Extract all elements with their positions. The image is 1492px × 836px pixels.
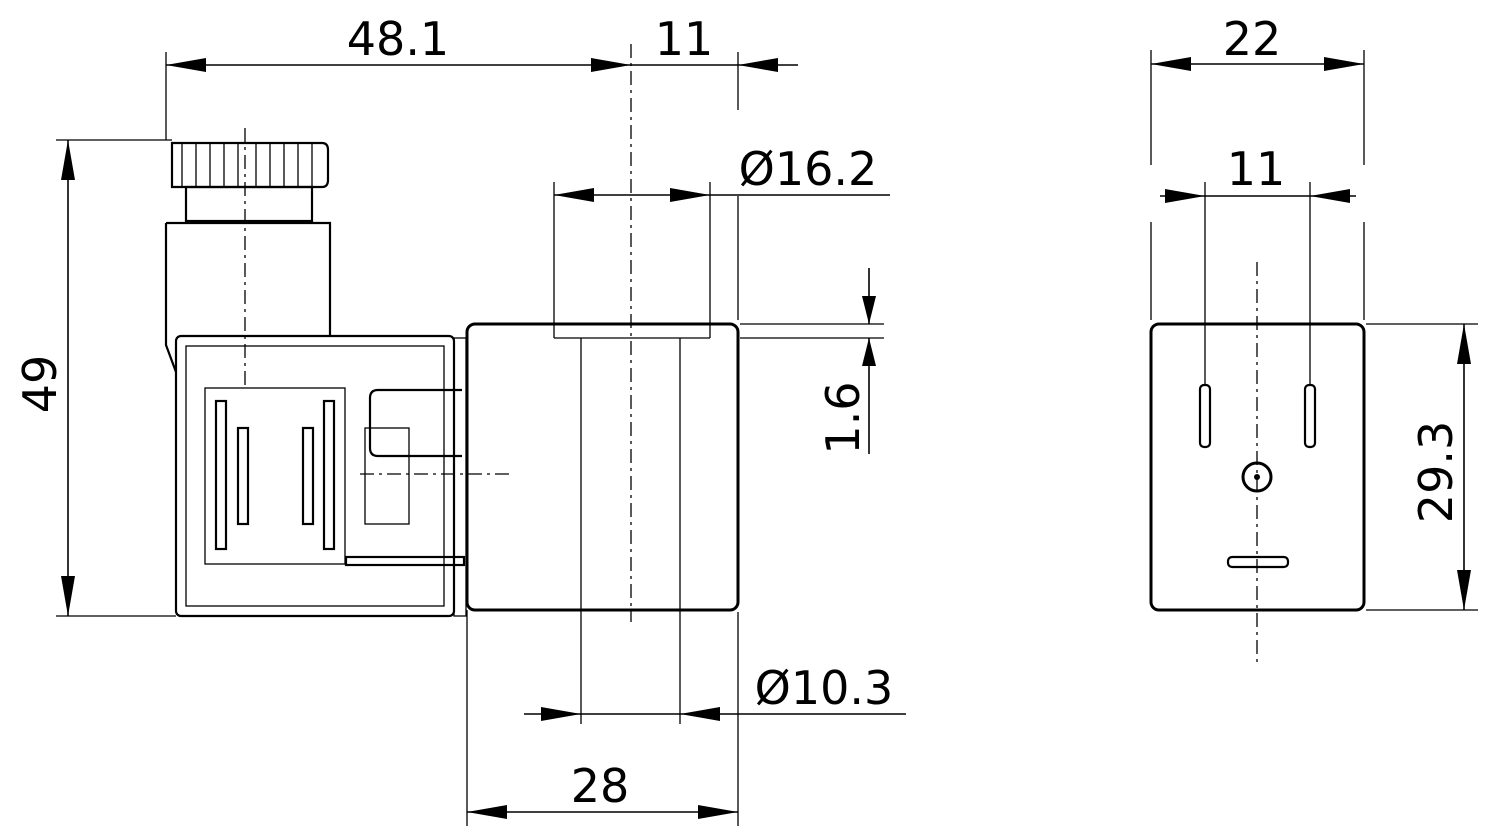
side-view: 48.1 11 Ø16.2 1.6 49 — [13, 12, 906, 826]
pin-left — [1198, 383, 1212, 449]
front-extension-lines — [1150, 50, 1478, 611]
connector-body — [164, 221, 467, 618]
dimension-overall-length: 48.1 — [166, 12, 631, 72]
dimension-height: 49 — [13, 140, 75, 616]
pin-right — [1303, 383, 1317, 449]
coil-width-label: 28 — [571, 759, 630, 813]
dimension-pin-spacing: 11 — [1160, 142, 1356, 203]
top-offset-label: 11 — [655, 12, 714, 66]
dimension-top-offset: 11 — [631, 12, 798, 72]
dimension-outer-diameter: Ø16.2 — [554, 142, 890, 202]
connector-cap — [170, 141, 330, 223]
dimension-inner-diameter: Ø10.3 — [524, 661, 906, 721]
dimension-coil-width: 28 — [467, 759, 738, 819]
wall-step-label: 1.6 — [816, 381, 870, 454]
dimension-front-width: 22 — [1151, 12, 1364, 71]
pin-spacing-label: 11 — [1227, 142, 1286, 196]
extension-lines — [56, 52, 884, 826]
front-view: 22 11 29.3 — [1149, 12, 1478, 664]
dimension-front-height: 29.3 — [1409, 324, 1471, 610]
ground-pin — [1226, 555, 1290, 569]
dimension-wall-step: 1.6 — [816, 268, 876, 455]
outer-diameter-label: Ø16.2 — [739, 142, 878, 196]
coil-body — [465, 322, 740, 612]
inner-diameter-label: Ø10.3 — [755, 661, 894, 715]
front-width-label: 22 — [1223, 12, 1282, 66]
front-height-label: 29.3 — [1409, 421, 1463, 523]
height-label: 49 — [13, 355, 67, 414]
overall-length-label: 48.1 — [347, 12, 449, 66]
